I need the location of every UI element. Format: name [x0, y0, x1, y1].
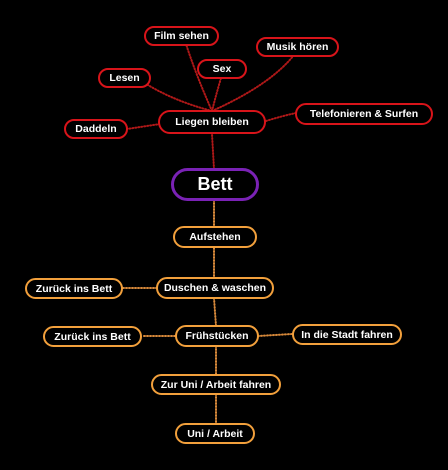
link-duschen-fruehstuecken	[213, 297, 217, 327]
node-zurueck-ins-bett-2: Zurück ins Bett	[43, 326, 142, 347]
node-zurueck-ins-bett-1: Zurück ins Bett	[25, 278, 123, 299]
node-liegen-bleiben: Liegen bleiben	[158, 110, 266, 134]
link-liegen-sex	[211, 77, 222, 112]
node-lesen: Lesen	[98, 68, 151, 88]
link-liegen-film	[185, 43, 213, 112]
link-bett-liegen	[211, 133, 215, 170]
node-daddeln: Daddeln	[64, 119, 128, 139]
node-sex: Sex	[197, 59, 247, 79]
node-musik-hoeren: Musik hören	[256, 37, 339, 57]
node-fruehstuecken: Frühstücken	[175, 325, 259, 347]
link-fruehstuecken-stadt	[257, 333, 293, 337]
node-telefonieren-surfen: Telefonieren & Surfen	[295, 103, 433, 125]
link-liegen-musik	[211, 54, 295, 112]
node-duschen-waschen: Duschen & waschen	[156, 277, 274, 299]
link-liegen-telefonieren	[265, 112, 297, 122]
node-aufstehen: Aufstehen	[173, 226, 257, 248]
node-film-sehen: Film sehen	[144, 26, 219, 46]
node-stadt-fahren: In die Stadt fahren	[292, 324, 402, 345]
node-bett: Bett	[171, 168, 259, 201]
node-uni-arbeit: Uni / Arbeit	[175, 423, 255, 444]
link-liegen-daddeln	[126, 123, 161, 130]
node-zur-uni-arbeit-fahren: Zur Uni / Arbeit fahren	[151, 374, 281, 395]
